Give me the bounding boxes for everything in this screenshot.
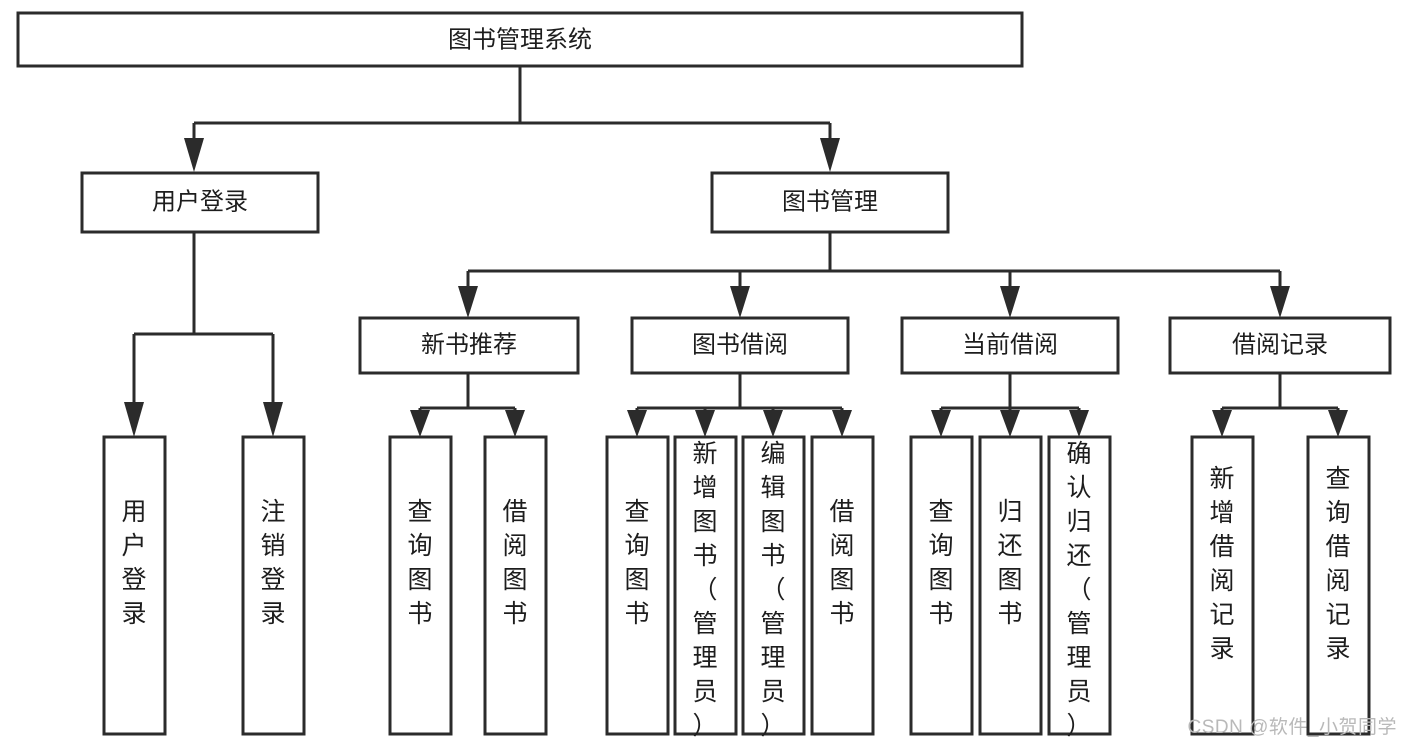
- node-borrow-record-label: 借阅记录: [1232, 331, 1328, 358]
- node-leaf-query-book-2[interactable]: 查询图书: [605, 435, 670, 736]
- arrow-head-icon: [1069, 410, 1089, 437]
- connector-userlogin-to-leaves: [124, 232, 283, 437]
- connector-bookborrow-to-leaves: [627, 373, 852, 437]
- arrow-head-icon: [820, 138, 840, 172]
- node-leaf-return-book-label: 归还图书: [997, 498, 1022, 628]
- node-book-borrow[interactable]: 图书借阅: [630, 316, 850, 375]
- node-current-borrow[interactable]: 当前借阅: [900, 316, 1120, 375]
- arrow-head-icon: [1270, 286, 1290, 318]
- node-leaf-query-book-3[interactable]: 查询图书: [909, 435, 974, 736]
- node-leaf-user-login-box[interactable]: [102, 435, 167, 736]
- node-leaf-borrow-book-2-box[interactable]: [810, 435, 875, 736]
- node-leaf-user-login[interactable]: 用户登录: [102, 435, 167, 736]
- node-root-box[interactable]: [16, 11, 1024, 68]
- node-current-borrow-box[interactable]: [900, 316, 1120, 375]
- node-leaf-add-record[interactable]: 新增借阅记录: [1190, 435, 1255, 736]
- arrow-head-icon: [505, 410, 525, 437]
- node-new-book-recommend[interactable]: 新书推荐: [358, 316, 580, 375]
- node-new-book-recommend-box[interactable]: [358, 316, 580, 375]
- node-leaf-return-book-box[interactable]: [978, 435, 1043, 736]
- node-leaf-query-record[interactable]: 查询借阅记录: [1306, 435, 1371, 736]
- arrow-head-icon: [931, 410, 951, 437]
- connector-borrowrecord-to-leaves: [1212, 373, 1348, 437]
- node-root-label: 图书管理系统: [448, 26, 592, 53]
- node-book-borrow-label: 图书借阅: [692, 331, 788, 358]
- node-leaf-add-book-box[interactable]: [673, 435, 738, 736]
- node-leaf-borrow-book-2[interactable]: 借阅图书: [810, 435, 875, 736]
- arrow-head-icon: [1000, 410, 1020, 437]
- node-leaf-edit-book-box[interactable]: [741, 435, 806, 736]
- arrow-head-icon: [1328, 410, 1348, 437]
- node-leaf-query-book-2-label: 查询图书: [624, 498, 649, 628]
- connector-bookmgmt-to-level2: [458, 232, 1290, 318]
- node-root[interactable]: 图书管理系统: [16, 11, 1024, 68]
- node-book-management-box[interactable]: [710, 171, 950, 234]
- node-leaf-query-book-1-box[interactable]: [388, 435, 453, 736]
- node-leaf-query-record-label: 查询借阅记录: [1325, 465, 1350, 663]
- node-leaf-add-book-label: 新增图书（管理员）: [692, 440, 717, 740]
- node-leaf-logout-login-label: 注销登录: [260, 498, 285, 628]
- node-leaf-query-book-2-box[interactable]: [605, 435, 670, 736]
- node-borrow-record-box[interactable]: [1168, 316, 1392, 375]
- node-borrow-record[interactable]: 借阅记录: [1168, 316, 1392, 375]
- node-leaf-confirm-return-box[interactable]: [1047, 435, 1112, 736]
- node-leaf-query-record-box[interactable]: [1306, 435, 1371, 736]
- node-leaf-query-book-1-label: 查询图书: [407, 498, 432, 628]
- node-book-management[interactable]: 图书管理: [710, 171, 950, 234]
- connector-root-to-level1: [184, 66, 840, 172]
- node-leaf-confirm-return-label: 确认归还（管理员）: [1066, 440, 1091, 740]
- arrow-head-icon: [263, 402, 283, 437]
- node-leaf-query-book-3-label: 查询图书: [928, 498, 953, 628]
- node-leaf-borrow-book-2-label: 借阅图书: [829, 498, 854, 628]
- node-leaf-borrow-book-1-box[interactable]: [483, 435, 548, 736]
- connector-currentborrow-to-leaves: [931, 373, 1089, 437]
- node-user-login-box[interactable]: [80, 171, 320, 234]
- arrow-head-icon: [410, 410, 430, 437]
- node-leaf-add-record-label: 新增借阅记录: [1209, 465, 1234, 663]
- node-leaf-logout-login[interactable]: 注销登录: [241, 435, 306, 736]
- node-leaf-confirm-return[interactable]: 确认归还（管理员）: [1047, 435, 1112, 740]
- node-book-borrow-box[interactable]: [630, 316, 850, 375]
- node-leaf-query-book-3-box[interactable]: [909, 435, 974, 736]
- node-leaf-borrow-book-1[interactable]: 借阅图书: [483, 435, 548, 736]
- node-current-borrow-label: 当前借阅: [962, 331, 1058, 358]
- node-new-book-recommend-label: 新书推荐: [421, 331, 517, 358]
- node-leaf-borrow-book-1-label: 借阅图书: [502, 498, 527, 628]
- node-user-login[interactable]: 用户登录: [80, 171, 320, 234]
- node-leaf-edit-book-label: 编辑图书（管理员）: [760, 440, 785, 740]
- arrow-head-icon: [763, 410, 783, 437]
- arrow-head-icon: [1000, 286, 1020, 318]
- watermark-label: CSDN @软件_小贺同学: [1187, 717, 1397, 738]
- node-leaf-edit-book[interactable]: 编辑图书（管理员）: [741, 435, 806, 740]
- node-leaf-user-login-label: 用户登录: [121, 498, 146, 628]
- arrow-head-icon: [730, 286, 750, 318]
- node-leaf-query-book-1[interactable]: 查询图书: [388, 435, 453, 736]
- node-leaf-logout-login-box[interactable]: [241, 435, 306, 736]
- arrow-head-icon: [184, 138, 204, 172]
- arrow-head-icon: [695, 410, 715, 437]
- arrow-head-icon: [832, 410, 852, 437]
- node-user-login-label: 用户登录: [152, 188, 248, 215]
- arrow-head-icon: [1212, 410, 1232, 437]
- node-leaf-add-record-box[interactable]: [1190, 435, 1255, 736]
- arrow-head-icon: [124, 402, 144, 437]
- arrow-head-icon: [458, 286, 478, 318]
- connector-newbook-to-leaves: [410, 373, 525, 437]
- node-leaf-add-book[interactable]: 新增图书（管理员）: [673, 435, 738, 740]
- node-leaf-return-book[interactable]: 归还图书: [978, 435, 1043, 736]
- node-book-management-label: 图书管理: [782, 188, 878, 215]
- arrow-head-icon: [627, 410, 647, 437]
